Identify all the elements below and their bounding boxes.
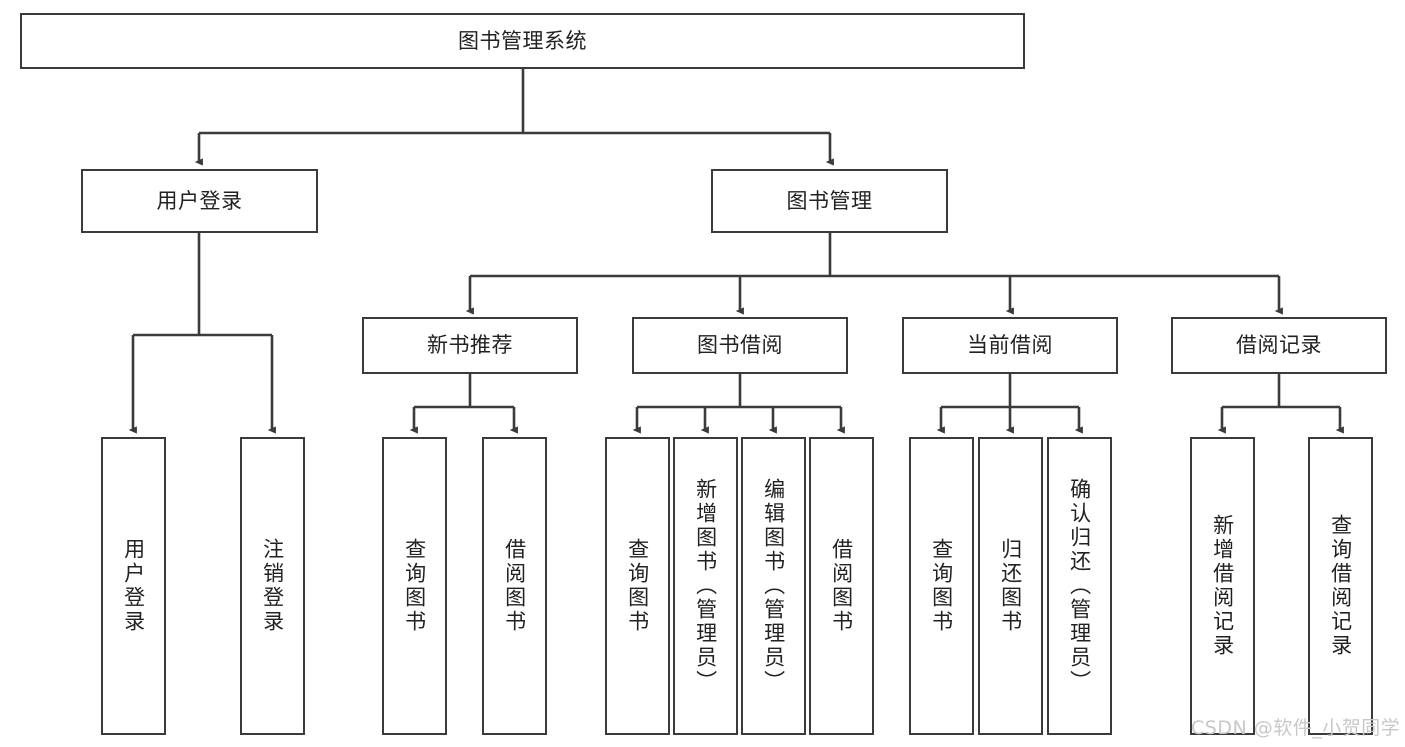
node-leaf-query-book-1[interactable]: 查询图书 — [382, 437, 447, 735]
node-leaf-add-record[interactable]: 新增借阅记录 — [1190, 437, 1255, 735]
node-user-login[interactable]: 用户登录 — [81, 169, 318, 233]
node-book-borrow[interactable]: 图书借阅 — [632, 317, 848, 374]
node-label-root-system: 图书管理系统 — [458, 28, 587, 53]
node-label-leaf-user-login: 用户登录 — [121, 538, 146, 634]
node-leaf-add-book[interactable]: 新增图书（管理员） — [673, 437, 738, 735]
node-leaf-query-book-2[interactable]: 查询图书 — [605, 437, 670, 735]
node-book-management[interactable]: 图书管理 — [711, 169, 948, 233]
node-label-leaf-query-book-2: 查询图书 — [625, 538, 650, 634]
node-label-leaf-add-book: 新增图书（管理员） — [693, 478, 718, 694]
node-label-leaf-edit-book: 编辑图书（管理员） — [761, 478, 786, 694]
node-borrow-record[interactable]: 借阅记录 — [1171, 317, 1387, 374]
node-label-leaf-borrow-book-1: 借阅图书 — [502, 538, 527, 634]
node-leaf-user-login[interactable]: 用户登录 — [101, 437, 166, 735]
node-label-leaf-query-book-3: 查询图书 — [929, 538, 954, 634]
node-label-leaf-add-record: 新增借阅记录 — [1210, 514, 1235, 658]
node-leaf-query-book-3[interactable]: 查询图书 — [909, 437, 974, 735]
node-root-system[interactable]: 图书管理系统 — [20, 13, 1025, 69]
node-leaf-borrow-book-2[interactable]: 借阅图书 — [809, 437, 874, 735]
node-current-borrow[interactable]: 当前借阅 — [902, 317, 1118, 374]
node-label-leaf-confirm-return: 确认归还（管理员） — [1067, 478, 1092, 694]
node-label-leaf-query-record: 查询借阅记录 — [1328, 514, 1353, 658]
node-label-current-borrow: 当前借阅 — [967, 333, 1053, 358]
node-label-leaf-query-book-1: 查询图书 — [402, 538, 427, 634]
node-leaf-confirm-return[interactable]: 确认归还（管理员） — [1047, 437, 1112, 735]
node-label-leaf-borrow-book-2: 借阅图书 — [829, 538, 854, 634]
node-new-book-recommend[interactable]: 新书推荐 — [362, 317, 578, 374]
node-leaf-borrow-book-1[interactable]: 借阅图书 — [482, 437, 547, 735]
node-label-book-management: 图书管理 — [786, 188, 873, 213]
node-label-leaf-return-book: 归还图书 — [998, 538, 1023, 634]
node-leaf-logout-login[interactable]: 注销登录 — [240, 437, 305, 735]
node-label-user-login: 用户登录 — [156, 188, 243, 213]
node-label-book-borrow: 图书借阅 — [697, 333, 783, 358]
node-leaf-query-record[interactable]: 查询借阅记录 — [1308, 437, 1373, 735]
node-label-leaf-logout-login: 注销登录 — [260, 538, 285, 634]
node-label-new-book-recommend: 新书推荐 — [427, 333, 513, 358]
node-label-borrow-record: 借阅记录 — [1236, 333, 1322, 358]
node-leaf-edit-book[interactable]: 编辑图书（管理员） — [741, 437, 806, 735]
node-leaf-return-book[interactable]: 归还图书 — [978, 437, 1043, 735]
